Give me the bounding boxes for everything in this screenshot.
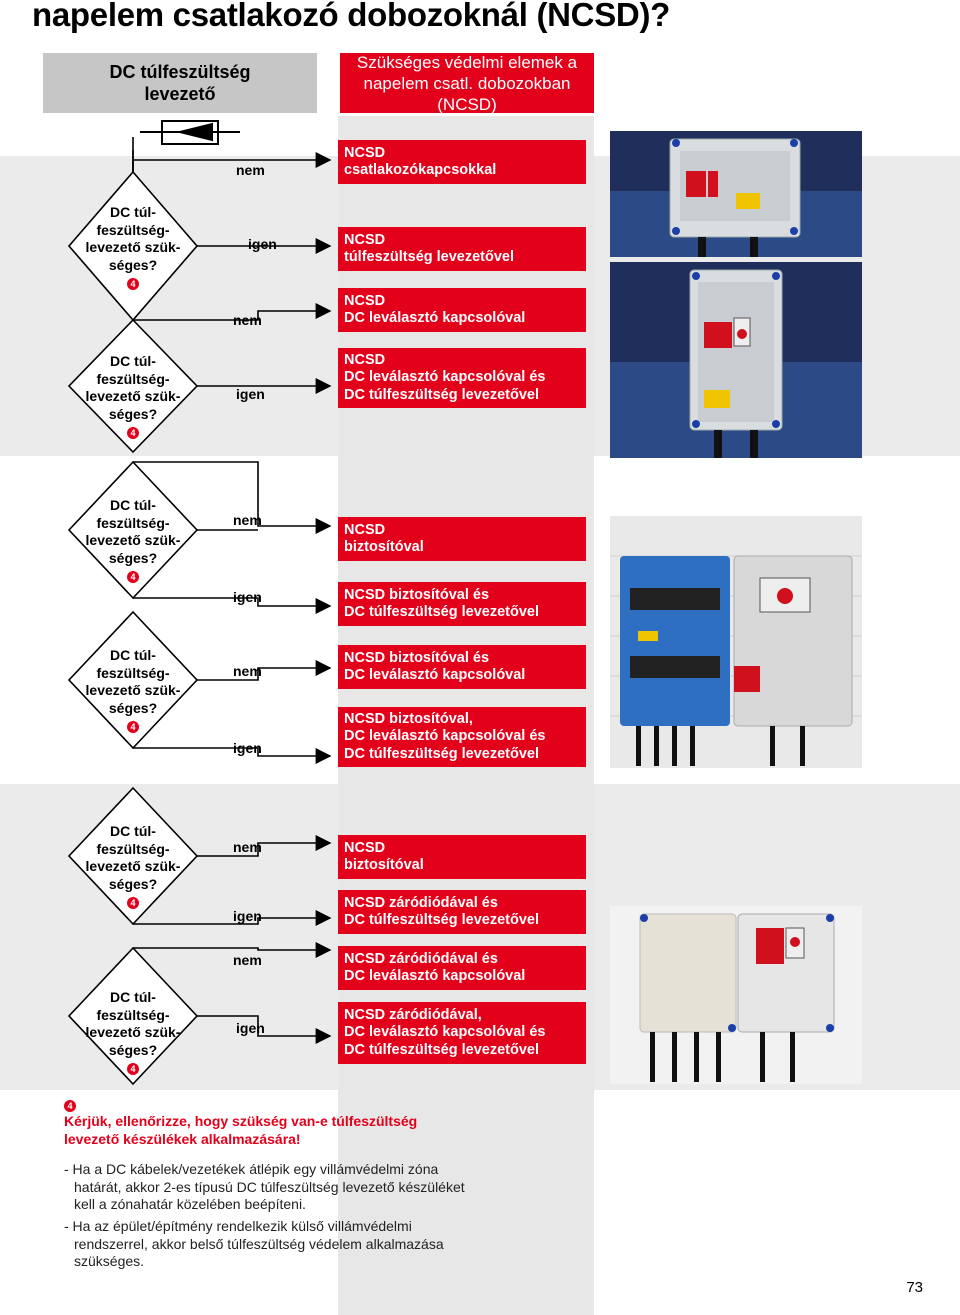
decision-1: DC túl-feszültség-levezető szük-séges?4: [85, 204, 181, 290]
label-yes: igen: [233, 740, 262, 756]
ref-4-icon: 4: [127, 721, 139, 733]
product-photo-ncsd-2: [610, 262, 862, 458]
note-bullet-2: - Ha az épület/építmény rendelkezik küls…: [64, 1218, 444, 1269]
ref-4-icon: 4: [127, 1063, 139, 1075]
label-no: nem: [233, 839, 262, 855]
decision-3: DC túl-feszültség-levezető szük-séges?4: [85, 497, 181, 583]
label-no: nem: [233, 663, 262, 679]
page-number: 73: [906, 1279, 923, 1296]
label-yes: igen: [236, 1020, 265, 1036]
decision-4: DC túl-feszültség-levezető szük-séges?4: [85, 647, 181, 733]
label-no: nem: [233, 512, 262, 528]
product-photo-ncsd-1: [610, 131, 862, 257]
ref-4-icon: 4: [127, 571, 139, 583]
product-photo-ncsd-diode: [610, 906, 862, 1084]
label-no: nem: [233, 312, 262, 328]
note-ref: 4: [64, 1096, 76, 1114]
label-yes: igen: [233, 908, 262, 924]
label-yes: igen: [233, 589, 262, 605]
decision-2: DC túl-feszültség-levezető szük-séges?4: [85, 353, 181, 439]
surge-arrester-symbol-icon: [140, 120, 240, 145]
label-no: nem: [233, 952, 262, 968]
note-bullet-1: - Ha a DC kábelek/vezetékek átlépik egy …: [64, 1161, 465, 1212]
result-box: NCSD biztosítóval,DC leválasztó kapcsoló…: [338, 707, 586, 767]
label-yes: igen: [248, 236, 277, 252]
ref-4-icon: 4: [64, 1100, 76, 1112]
ref-4-icon: 4: [127, 278, 139, 290]
label-no: nem: [236, 162, 265, 178]
decision-5: DC túl-feszültség-levezető szük-séges?4: [85, 823, 181, 909]
ref-4-icon: 4: [127, 427, 139, 439]
result-box: NCSD záródiódával,DC leválasztó kapcsoló…: [338, 1002, 586, 1064]
decision-6: DC túl-feszültség-levezető szük-séges?4: [85, 989, 181, 1075]
product-photo-ncsd-fuse: [610, 516, 862, 768]
note-warning: Kérjük, ellenőrizze, hogy szükség van-e …: [64, 1113, 418, 1147]
ref-4-icon: 4: [127, 897, 139, 909]
label-yes: igen: [236, 386, 265, 402]
page-title: napelem csatlakozó dobozoknál (NCSD)?: [32, 0, 670, 33]
